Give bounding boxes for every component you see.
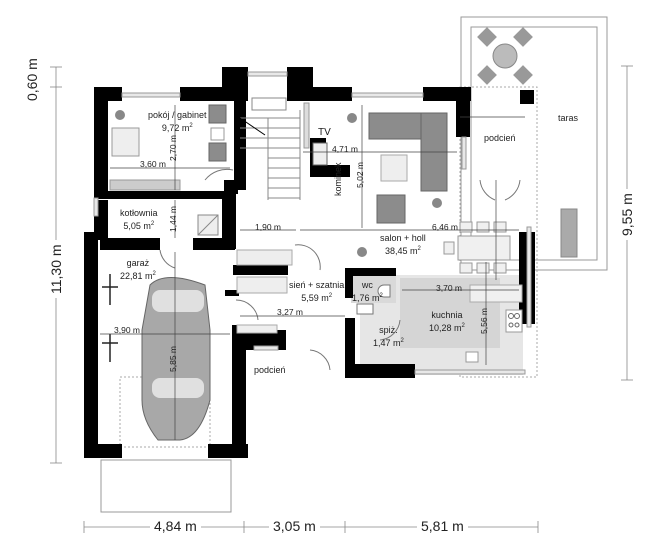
- dim-hall-width: 1,90 m: [255, 222, 281, 232]
- tv-label: TV: [318, 127, 331, 138]
- room-spiz: spiż. 1,47 m2: [373, 325, 404, 349]
- toilet-icon: [377, 284, 391, 298]
- terrace-table-icon: [477, 27, 533, 85]
- armchair: [376, 194, 406, 224]
- tv-unit: [303, 102, 310, 149]
- room-name: kuchnia: [431, 310, 463, 320]
- room-name: sień + szatnia: [289, 280, 345, 290]
- car-icon: [141, 277, 211, 441]
- dim-kotlownia-height: 1,44 m: [168, 206, 178, 232]
- column: [520, 90, 534, 104]
- room-name: pokój / gabinet: [148, 110, 207, 120]
- dim-bottom-3: 5,81 m: [417, 518, 468, 534]
- dining-table: [443, 221, 511, 274]
- room-wc: wc 1,76 m2: [352, 280, 383, 304]
- ceiling-lamp-icons: [115, 110, 442, 257]
- room-name: spiż.: [379, 325, 398, 335]
- dim-garaz-height: 5,85 m: [168, 346, 178, 372]
- room-salon-holl: salon + holl 38,45 m2: [380, 233, 426, 257]
- wardrobes: [236, 249, 293, 334]
- room-area: 10,28 m2: [429, 323, 465, 333]
- dim-salon-height: 5,02 m: [355, 162, 365, 188]
- dim-sien-width: 3,27 m: [277, 307, 303, 317]
- dim-garaz-width: 3,90 m: [114, 325, 140, 335]
- stove-icon: [505, 309, 523, 333]
- room-name: kotłownia: [120, 208, 158, 218]
- staircase: [239, 97, 301, 200]
- windows: [93, 71, 532, 375]
- podcien-front-label: podcień: [254, 365, 286, 375]
- dim-left: 11,30 m: [48, 240, 64, 298]
- shelf: [109, 179, 181, 191]
- taras-label: taras: [558, 113, 579, 123]
- room-area: 22,81 m2: [120, 271, 156, 281]
- dim-bottom-2: 3,05 m: [269, 518, 320, 534]
- dim-salon-width: 4,71 m: [332, 144, 358, 154]
- room-name: garaż: [126, 258, 150, 268]
- room-area: 38,45 m2: [384, 246, 421, 256]
- room-pokoj-gabinet: pokój / gabinet 9,72 m2: [148, 110, 207, 134]
- coffee-table: [380, 154, 408, 182]
- kominek-label: kominek: [333, 162, 343, 196]
- dim-pokoj-width: 3,60 m: [140, 159, 166, 169]
- washbasin-icon: [356, 303, 374, 315]
- room-name: salon + holl: [380, 233, 426, 243]
- bicycle-icons: [102, 274, 118, 362]
- room-name: wc: [361, 280, 373, 290]
- desk: [111, 127, 140, 157]
- room-garaz: garaż 22,81 m2: [120, 258, 156, 282]
- dim-kuchnia-height: 5,56 m: [479, 308, 489, 334]
- dimension-lines: [100, 105, 525, 440]
- room-sien-szatnia: sień + szatnia 5,59 m2: [289, 280, 344, 304]
- door-swings: [159, 168, 521, 371]
- dim-left-top: 0,60 m: [24, 58, 40, 101]
- room-area: 9,72 m2: [161, 123, 193, 133]
- dim-bottom-1: 4,84 m: [150, 518, 201, 534]
- sun-lounger-icon: [560, 208, 578, 258]
- room-area: 5,05 m2: [123, 221, 155, 231]
- room-area: 1,47 m2: [373, 338, 404, 348]
- dim-pokoj-height: 2,70 m: [168, 135, 178, 161]
- fireplace: [312, 142, 328, 166]
- room-area: 1,76 m2: [352, 293, 383, 303]
- room-area: 5,59 m2: [301, 293, 333, 303]
- room-kuchnia: kuchnia 10,28 m2: [429, 310, 465, 334]
- dim-right: 9,55 m: [619, 189, 635, 240]
- walls: [84, 67, 535, 458]
- dim-kuchnia-width: 3,70 m: [436, 283, 462, 293]
- podcien-rear-label: podcień: [484, 133, 516, 143]
- dim-salon-width-2: 6,46 m: [432, 222, 458, 232]
- room-kotlownia: kotłownia 5,05 m2: [120, 208, 158, 232]
- sink-icon: [465, 351, 479, 363]
